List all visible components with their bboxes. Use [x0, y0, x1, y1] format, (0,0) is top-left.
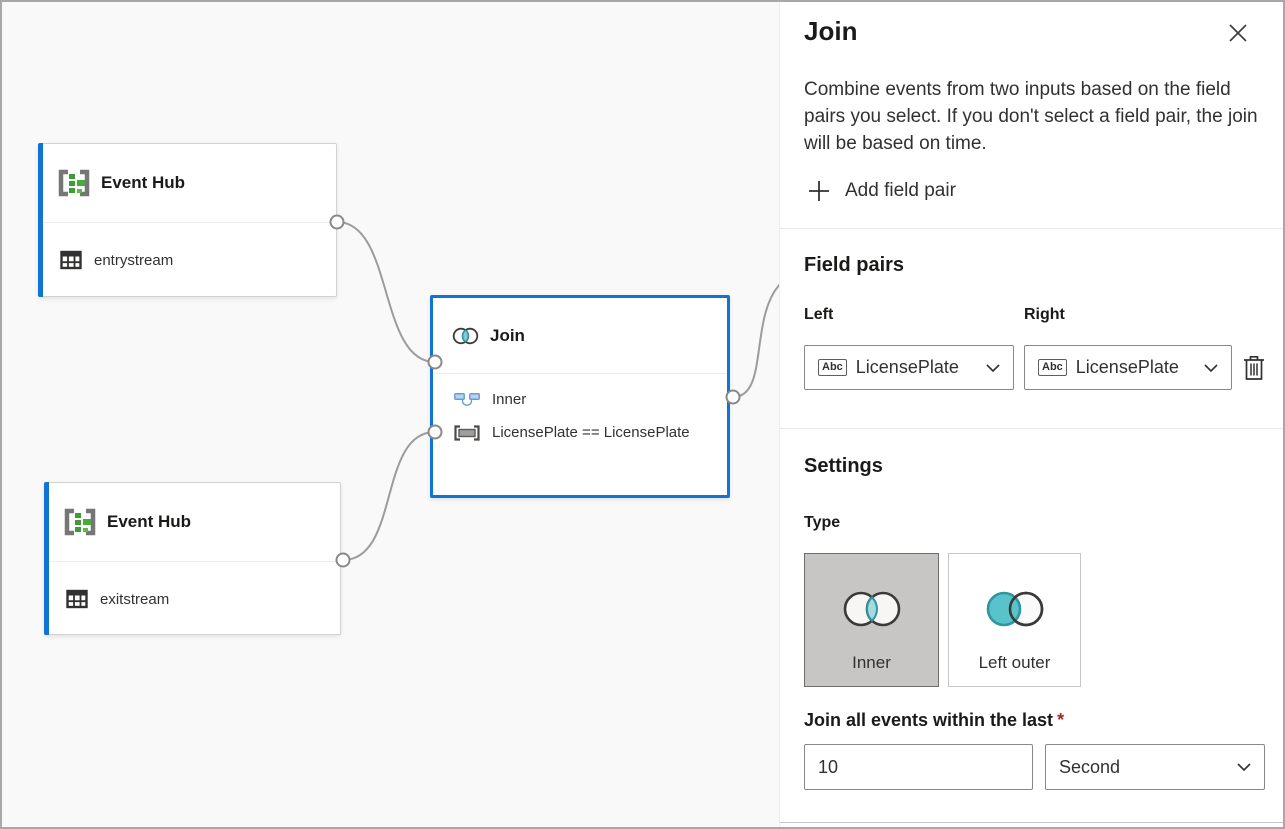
- join-type-label: Left outer: [978, 653, 1051, 672]
- node-accent-bar: [44, 482, 49, 635]
- inner-join-type-icon: [454, 392, 480, 406]
- panel-footer-divider: [780, 822, 1283, 823]
- node-event-hub-entry[interactable]: Event Hub entrystream: [38, 143, 337, 297]
- node-divider: [45, 561, 340, 562]
- node-join[interactable]: Join Inner: [430, 295, 730, 498]
- inner-join-venn-icon: [805, 554, 938, 653]
- node-stream-row: exitstream: [45, 562, 340, 636]
- string-type-icon: Abc: [1038, 359, 1067, 376]
- node-divider: [39, 222, 336, 223]
- node-divider: [433, 373, 727, 374]
- duration-unit-select[interactable]: Second: [1045, 744, 1265, 790]
- join-venn-icon: [452, 327, 479, 344]
- string-type-icon: Abc: [818, 359, 847, 376]
- join-type-row: Inner: [433, 391, 727, 408]
- join-node-details: Inner LicensePlate == LicensePlate: [433, 374, 727, 441]
- duration-label: Join all events within the last*: [804, 710, 1065, 730]
- node-title: Event Hub: [101, 173, 186, 192]
- event-hub-icon: [58, 169, 90, 197]
- type-label: Type: [804, 514, 841, 531]
- table-icon: [60, 250, 82, 270]
- right-field-dropdown[interactable]: Abc LicensePlate: [1024, 345, 1232, 390]
- table-icon: [66, 589, 88, 609]
- chevron-down-icon: [986, 363, 1000, 372]
- stream-name: entrystream: [94, 251, 174, 269]
- join-condition-row: LicensePlate == LicensePlate: [433, 424, 727, 441]
- wire-entry-to-join: [336, 221, 436, 363]
- right-field-value: LicensePlate: [1075, 357, 1179, 377]
- left-field-label: Left: [804, 306, 834, 323]
- settings-heading: Settings: [804, 455, 883, 477]
- node-stream-row: entrystream: [39, 223, 336, 297]
- delete-field-pair-button[interactable]: [1239, 352, 1269, 386]
- chevron-down-icon: [1204, 363, 1218, 372]
- trash-icon: [1244, 355, 1264, 380]
- node-accent-bar: [38, 143, 43, 297]
- wire-exit-to-join: [342, 431, 436, 561]
- join-config-panel: Join Combine events from two inputs base…: [779, 2, 1283, 827]
- duration-value-input[interactable]: [804, 744, 1033, 790]
- panel-description: Combine events from two inputs based on …: [804, 79, 1258, 154]
- node-title: Join: [490, 325, 525, 345]
- wire-join-output: [732, 284, 779, 398]
- field-pairs-heading: Field pairs: [804, 254, 905, 276]
- close-panel-button[interactable]: [1225, 20, 1251, 46]
- duration-unit-value: Second: [1059, 756, 1121, 777]
- join-type-option-inner[interactable]: Inner: [804, 553, 939, 687]
- left-field-value: LicensePlate: [855, 357, 959, 377]
- join-type-value: Inner: [492, 391, 527, 408]
- event-hub-icon: [64, 508, 96, 536]
- diagram-canvas[interactable]: Event Hub entrystream: [2, 2, 779, 827]
- join-type-option-left-outer[interactable]: Left outer: [948, 553, 1081, 687]
- add-field-pair-button[interactable]: Add field pair: [808, 180, 956, 202]
- node-header: Event Hub: [39, 144, 336, 222]
- node-header: Event Hub: [45, 483, 340, 561]
- node-title: Event Hub: [107, 512, 192, 531]
- join-type-label: Inner: [852, 653, 891, 672]
- close-icon: [1229, 24, 1247, 42]
- section-divider: [780, 428, 1283, 429]
- chevron-down-icon: [1237, 763, 1251, 771]
- left-outer-join-venn-icon: [949, 554, 1080, 653]
- node-event-hub-exit[interactable]: Event Hub exitstream: [44, 482, 341, 635]
- right-field-label: Right: [1024, 306, 1065, 323]
- plus-icon: [809, 181, 829, 201]
- node-header: Join: [433, 298, 727, 373]
- add-field-pair-label: Add field pair: [845, 180, 956, 201]
- panel-title: Join: [804, 16, 858, 46]
- left-field-dropdown[interactable]: Abc LicensePlate: [804, 345, 1014, 390]
- required-marker: *: [1057, 710, 1065, 730]
- field-pair-icon: [454, 424, 480, 441]
- stream-name: exitstream: [100, 590, 170, 608]
- section-divider: [780, 228, 1283, 229]
- join-condition-value: LicensePlate == LicensePlate: [492, 424, 690, 441]
